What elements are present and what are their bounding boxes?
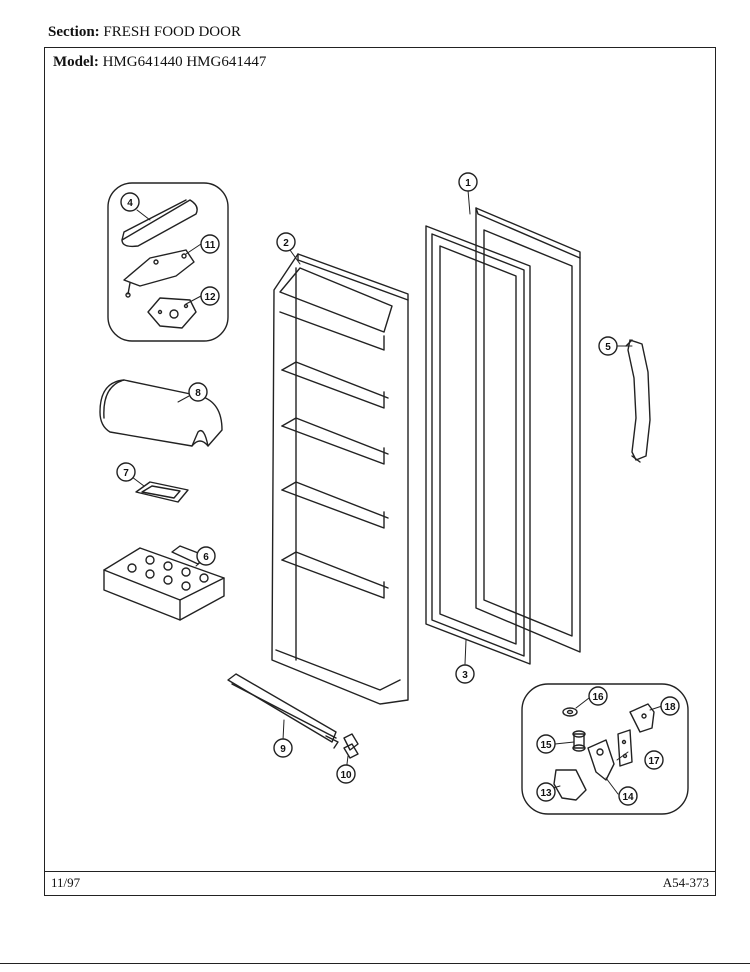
part-door-handle — [625, 339, 651, 463]
callout-16: 16 — [588, 686, 608, 706]
callout-label: 8 — [195, 388, 201, 399]
callout-17: 17 — [644, 750, 664, 770]
footer-rule — [45, 871, 715, 872]
callout-label: 15 — [540, 740, 552, 751]
callout-label: 4 — [127, 198, 133, 209]
part-egg-tray — [103, 545, 225, 621]
part-hinge-shim — [617, 729, 633, 767]
callout-label: 12 — [204, 292, 216, 303]
callout-label: 11 — [205, 240, 216, 251]
part-hinge-pin — [572, 730, 586, 752]
section-label: Section: — [48, 24, 100, 40]
section-header: Section: FRESH FOOD DOOR — [48, 24, 241, 41]
callout-label: 7 — [123, 468, 129, 479]
washer-hole — [566, 709, 574, 715]
callout-label: 1 — [465, 178, 471, 189]
callout-label: 17 — [648, 756, 660, 767]
callout-6: 6 — [196, 546, 216, 566]
model-label: Model: — [53, 54, 99, 70]
callout-14: 14 — [618, 786, 638, 806]
callout-label: 9 — [280, 744, 286, 755]
callout-7: 7 — [116, 462, 136, 482]
callout-1: 1 — [458, 172, 478, 192]
part-lower-hinge — [587, 739, 615, 781]
callout-5: 5 — [598, 336, 618, 356]
callout-18: 18 — [660, 696, 680, 716]
part-cover-bracket — [123, 249, 195, 298]
callout-15: 15 — [536, 734, 556, 754]
diagram-frame: Model: HMG641440 HMG641447 11/97 A54-373 — [44, 47, 716, 896]
part-dairy-door-latch — [135, 481, 189, 503]
part-door-gasket — [425, 225, 531, 665]
callout-label: 6 — [203, 552, 209, 563]
callout-3: 3 — [455, 664, 475, 684]
callout-label: 18 — [664, 702, 676, 713]
section-value: FRESH FOOD DOOR — [103, 24, 241, 40]
callout-13: 13 — [536, 782, 556, 802]
part-cover-hinge — [147, 297, 197, 329]
callout-11: 11 — [200, 234, 220, 254]
group-box-top-left — [107, 182, 229, 342]
callout-label: 13 — [540, 788, 552, 799]
callout-label: 16 — [592, 692, 604, 703]
callout-label: 3 — [462, 670, 468, 681]
callout-12: 12 — [200, 286, 220, 306]
group-box-hinge — [521, 683, 689, 815]
page-bottom-rule — [0, 963, 750, 964]
callout-label: 10 — [340, 770, 352, 781]
part-door-liner — [271, 253, 409, 705]
diagram-code: A54-373 — [662, 875, 709, 890]
part-lower-hinge-cover — [553, 769, 587, 801]
part-washer — [562, 707, 578, 717]
callout-label: 5 — [605, 342, 611, 353]
part-upper-hinge — [629, 703, 655, 733]
callout-4: 4 — [120, 192, 140, 212]
model-value: HMG641440 HMG641447 — [102, 54, 267, 70]
part-outer-door-panel — [475, 207, 581, 653]
part-dairy-door-cover — [121, 199, 198, 248]
callout-8: 8 — [188, 382, 208, 402]
revision-date: 11/97 — [51, 875, 81, 890]
callout-9: 9 — [273, 738, 293, 758]
part-toe-trim — [227, 673, 339, 749]
callout-label: 2 — [283, 238, 289, 249]
part-trim-screws — [343, 733, 359, 759]
callout-10: 10 — [336, 764, 356, 784]
callout-label: 14 — [622, 792, 634, 803]
callout-2: 2 — [276, 232, 296, 252]
model-header: Model: HMG641440 HMG641447 — [53, 54, 266, 71]
